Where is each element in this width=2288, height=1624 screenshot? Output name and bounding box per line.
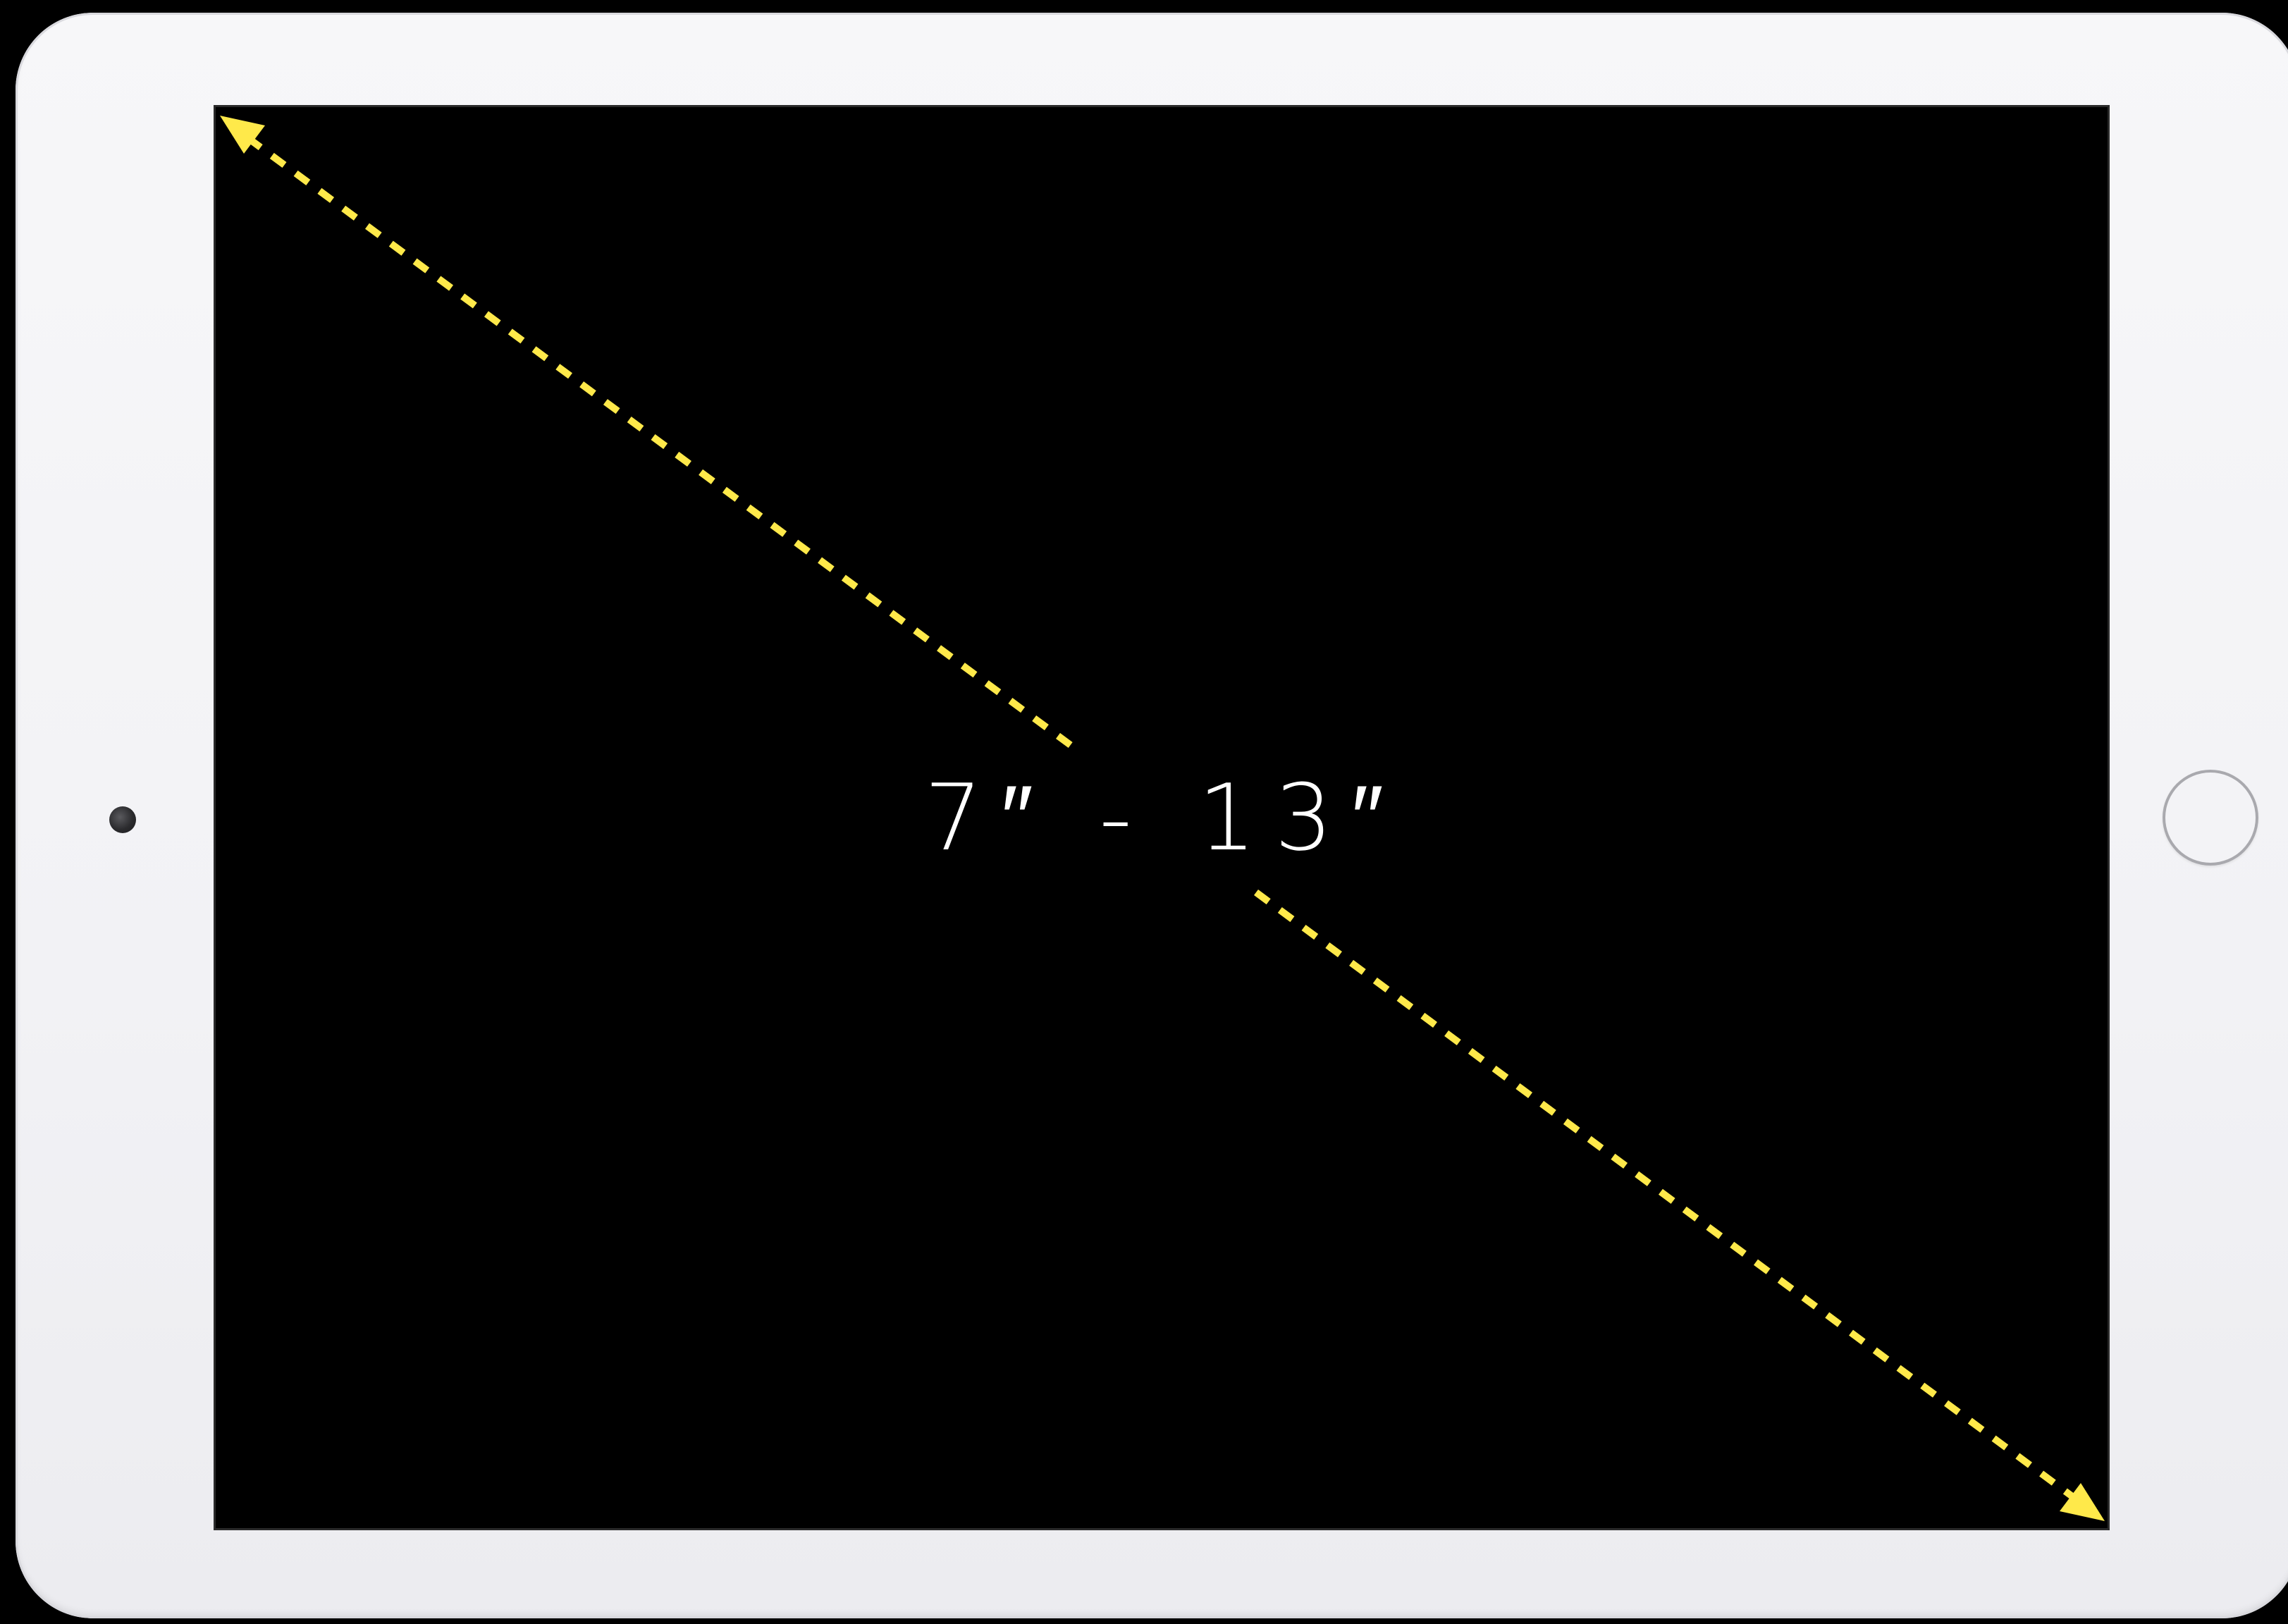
- arrowhead-bottom-right-icon: [2060, 1483, 2105, 1521]
- screen-size-label: 7″ - 13″: [881, 761, 1445, 874]
- diagonal-dash-lower: [1256, 892, 2075, 1499]
- diagonal-dash-upper: [248, 138, 1071, 746]
